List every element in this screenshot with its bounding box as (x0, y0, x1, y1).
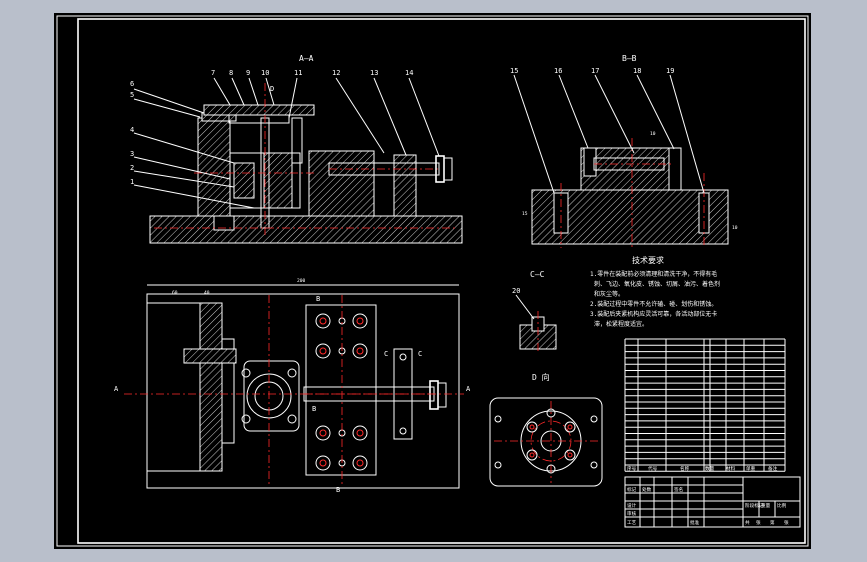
balloon-7: 7 (211, 69, 215, 77)
balloon-6: 6 (130, 80, 134, 88)
tb-label-7: 阶段标记 (745, 502, 764, 509)
tb-label-6: 工艺 (627, 520, 637, 526)
balloon-2: 2 (130, 164, 134, 172)
balloon-3: 3 (130, 150, 134, 158)
tb-label-11: 张 (756, 519, 761, 526)
tech-line-3: 和灰尘等。 (594, 290, 624, 298)
bom-header-cell: 备注 (768, 465, 778, 472)
tech-line-5: 3.装配后夹紧机构应灵活可靠，各活动部位无卡 (590, 310, 717, 318)
section-mark-b-mid: B (312, 405, 316, 413)
section-c-c-view: C—C 20 (512, 270, 557, 353)
dim-left-1: 60 (172, 290, 178, 296)
bom-header-cell: 材料 (726, 465, 736, 472)
balloon-14: 14 (405, 69, 413, 77)
tech-line-1: 1.零件在装配前必须清理和清洗干净，不得有毛 (590, 270, 717, 278)
bom-table: 序号 代号 名称 数量 材料 单重 备注 (624, 338, 786, 472)
balloon-8: 8 (229, 69, 233, 77)
technical-requirements: 技术要求 1.零件在装配前必须清理和清洗干净，不得有毛 刺、飞边、氧化皮、锈蚀、… (590, 255, 720, 328)
view-d: D 向 (489, 372, 603, 487)
balloon-4: 4 (130, 126, 134, 134)
bom-header-cell: 名称 (680, 465, 690, 472)
balloon-13: 13 (370, 69, 378, 77)
tb-label-14: 批准 (690, 519, 700, 526)
tech-title: 技术要求 (632, 255, 664, 265)
bom-header-cell: 数量 (705, 465, 715, 472)
inner-frame (77, 18, 806, 544)
bom-header-cell: 单重 (746, 465, 756, 472)
balloon-16: 16 (554, 67, 562, 75)
plan-view: 200 60 40 A A B B B C (114, 278, 471, 494)
bom-header-cell: 代号 (648, 465, 658, 472)
tech-line-6: 滞，松紧程度适宜。 (594, 320, 648, 328)
tb-label-2: 处数 (642, 486, 652, 493)
tb-label-4: 设计 (627, 502, 637, 509)
dim-left-2: 40 (204, 290, 210, 296)
dim-b-left: 15 (522, 211, 528, 217)
tech-line-4: 2.装配过程中零件不允许磕、碰、划伤和锈蚀。 (590, 300, 717, 308)
section-mark-c-left: C (384, 350, 388, 358)
dim-top-overall: 200 (297, 278, 306, 284)
balloon-1: 1 (130, 178, 134, 186)
balloon-19: 19 (666, 67, 674, 75)
dim-b-top: 10 (650, 131, 656, 137)
balloon-18: 18 (633, 67, 641, 75)
tb-label-9: 比例 (777, 502, 787, 509)
section-a-a-view: A—A (130, 54, 463, 244)
balloon-9: 9 (246, 69, 250, 77)
tb-label-10: 共 (745, 519, 750, 526)
bom-header-cell: 序号 (627, 465, 637, 472)
section-b-b-view: B—B 15 16 17 18 19 10 15 10 (510, 54, 738, 248)
outer-frame (56, 15, 809, 547)
drawing-sheet: A—A (54, 13, 811, 549)
balloon-5: 5 (130, 91, 134, 99)
tech-line-2: 刺、飞边、氧化皮、锈蚀、切屑、油污、着色剂 (594, 280, 720, 288)
balloon-11: 11 (294, 69, 302, 77)
view-label-d: D 向 (532, 372, 550, 382)
balloon-d: D (270, 85, 274, 93)
section-mark-b-bottom: B (336, 486, 340, 494)
view-label-b-b: B—B (622, 54, 637, 63)
tb-label-1: 标记 (627, 486, 637, 493)
dim-b-right: 10 (732, 225, 738, 231)
title-block: 标记 处数 签名 设计 审核 工艺 阶段标记 重量 比例 共 张 第 张 批准 (624, 476, 801, 528)
tb-label-8: 重量 (761, 502, 771, 509)
balloon-12: 12 (332, 69, 340, 77)
tb-label-3: 签名 (674, 486, 683, 493)
view-label-c-c: C—C (530, 270, 545, 279)
section-mark-c-right: C (418, 350, 422, 358)
section-mark-a-right: A (466, 385, 471, 393)
balloon-20: 20 (512, 287, 520, 295)
assembly-drawing: A—A (56, 15, 809, 547)
view-label-a-a: A—A (299, 54, 314, 63)
balloon-15: 15 (510, 67, 518, 75)
balloon-17: 17 (591, 67, 599, 75)
section-mark-a-left: A (114, 385, 119, 393)
tb-label-5: 审核 (627, 510, 637, 517)
tb-label-12: 第 (770, 519, 775, 526)
tb-label-13: 张 (784, 519, 789, 526)
balloon-10: 10 (261, 69, 269, 77)
section-mark-b-top: B (316, 295, 320, 303)
